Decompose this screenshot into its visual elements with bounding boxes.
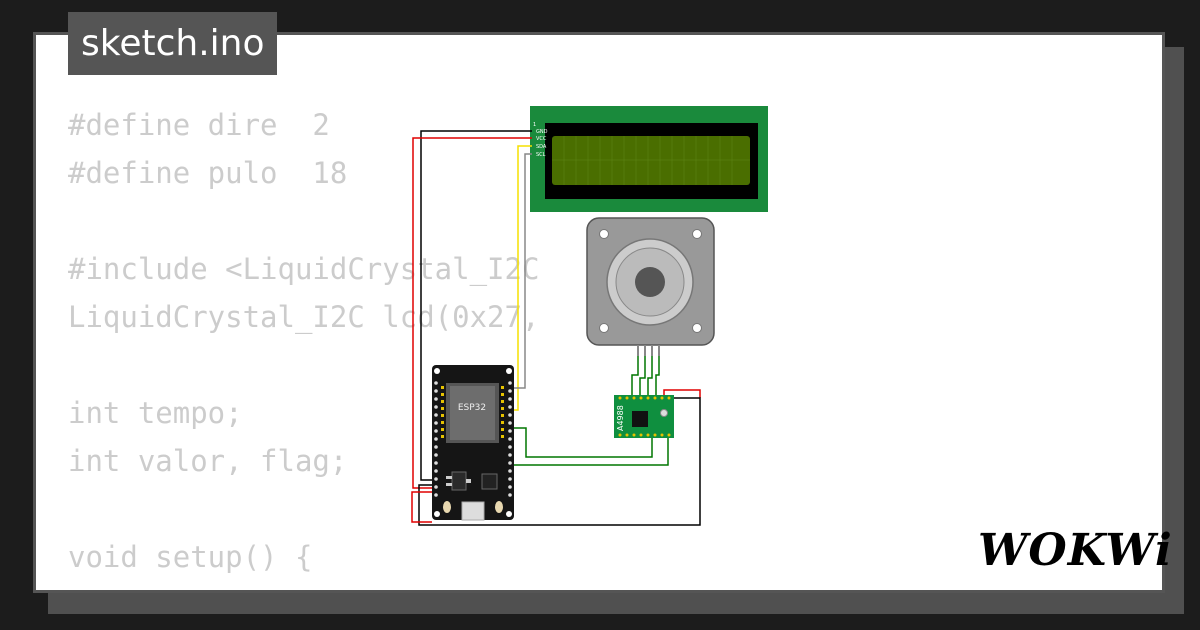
file-tab: sketch.ino xyxy=(68,12,278,75)
code-line: int valor, flag; xyxy=(68,444,348,478)
a4988-driver: A4988 xyxy=(614,395,674,438)
wokwi-logo: WOKWi xyxy=(978,525,1173,576)
esp32-label: ESP32 xyxy=(458,403,486,413)
code-line: int tempo; xyxy=(68,396,243,430)
code-line: LiquidCrystal_I2C lcd(0x27, xyxy=(68,300,540,334)
wires xyxy=(411,130,701,526)
driver-label: A4988 xyxy=(616,405,625,431)
code-line: #define pulo 18 xyxy=(68,156,348,190)
lcd-pin-label: SCL xyxy=(536,152,546,158)
code-preview: #define dire 2 #define pulo 18 #include <L… xyxy=(68,101,539,581)
code-line: #include <LiquidCrystal_I2C xyxy=(68,252,540,286)
lcd-display: 1 GND VCC SDA SCL xyxy=(530,106,768,212)
esp32-board: ESP32 xyxy=(432,365,514,521)
code-line: #define dire 2 xyxy=(68,108,330,142)
lcd-pin-label: GND xyxy=(536,129,548,135)
lcd-pin-label: SDA xyxy=(536,144,547,150)
code-line: void setup() { xyxy=(68,540,313,574)
stepper-motor xyxy=(586,217,715,356)
lcd-pin-label: VCC xyxy=(536,136,547,142)
lcd-pin-label: 1 xyxy=(533,122,536,128)
